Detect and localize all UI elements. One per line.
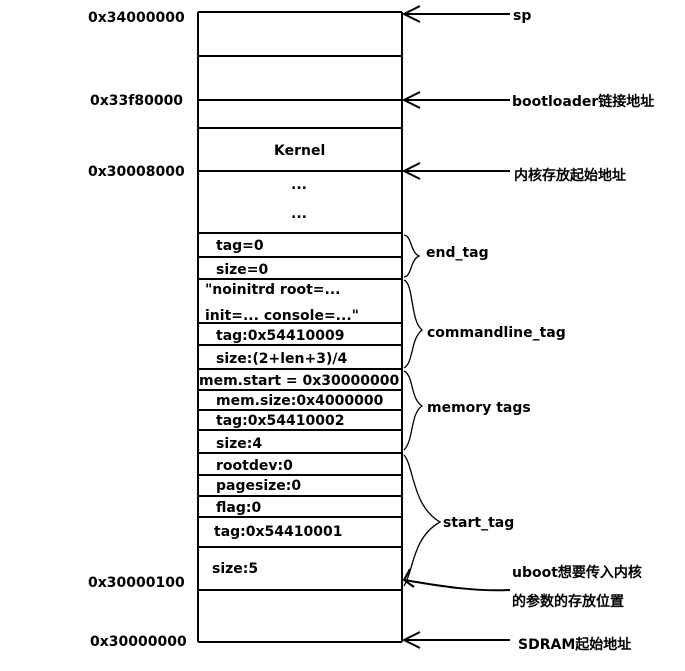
end-tag-size-field: size=0: [216, 262, 269, 278]
sp-arrow: [401, 5, 510, 23]
start-tag-brace: [403, 454, 442, 587]
end-tag-group-label: end_tag: [426, 245, 489, 261]
bootloader-arrow: [401, 91, 510, 109]
commandline-tag-brace: [403, 279, 424, 369]
memory-tags-brace: [403, 370, 424, 451]
memory-tags-group-label: memory tags: [427, 400, 531, 416]
mem-tag-size-field: size:4: [216, 436, 262, 452]
pagesize-field: pagesize:0: [216, 478, 301, 494]
end-tag-brace: [403, 234, 421, 278]
start-tag-field: tag:0x54410001: [214, 524, 342, 540]
cmdline-tag-field: tag:0x54410009: [216, 328, 344, 344]
address-params: 0x30000100: [88, 575, 185, 591]
ellipsis-2: ...: [291, 206, 307, 222]
pointer-arrows: [401, 5, 511, 649]
address-kernel: 0x30008000: [88, 164, 185, 180]
kernel-store-label: 内核存放起始地址: [514, 167, 626, 184]
kernel-label: Kernel: [274, 143, 325, 159]
memory-column: [197, 11, 403, 643]
params-arrow: [402, 568, 511, 592]
commandline-tag-group-label: commandline_tag: [427, 325, 566, 341]
start-tag-group-label: start_tag: [443, 515, 514, 531]
annotations: sp bootloader链接地址 内核存放起始地址 uboot想要传入内核 的…: [512, 8, 654, 653]
address-bottom: 0x30000000: [90, 634, 187, 650]
ellipsis-1: ...: [291, 177, 307, 193]
cell-contents: Kernel ... ... tag=0 size=0 "noinitrd ro…: [199, 143, 399, 577]
cmdline-string-line1: "noinitrd root=...: [205, 282, 340, 298]
cmdline-string-line2: init=... console=...": [205, 308, 359, 324]
group-labels: end_tag commandline_tag memory tags star…: [426, 245, 566, 531]
start-size-field: size:5: [212, 561, 258, 577]
uboot-params-label-line2: 的参数的存放位置: [512, 593, 624, 610]
address-labels: 0x34000000 0x33f80000 0x30008000 0x30000…: [88, 10, 187, 650]
cmdline-size-field: size:(2+len+3)/4: [216, 351, 347, 367]
address-bootloader: 0x33f80000: [90, 93, 183, 109]
mem-size-field: mem.size:0x4000000: [216, 393, 384, 409]
address-top: 0x34000000: [88, 10, 185, 26]
uboot-params-label-line1: uboot想要传入内核: [512, 564, 642, 581]
flag-field: flag:0: [216, 500, 261, 516]
mem-start-field: mem.start = 0x30000000: [199, 373, 399, 389]
kernel-arrow: [401, 162, 510, 180]
sp-label: sp: [513, 8, 531, 24]
bootloader-link-label: bootloader链接地址: [512, 93, 654, 110]
sdram-label: SDRAM起始地址: [518, 636, 631, 653]
group-braces: [403, 234, 442, 587]
end-tag-tag-field: tag=0: [216, 238, 264, 254]
sdram-arrow: [401, 631, 510, 649]
rootdev-field: rootdev:0: [216, 458, 293, 474]
mem-tag-field: tag:0x54410002: [216, 413, 344, 429]
